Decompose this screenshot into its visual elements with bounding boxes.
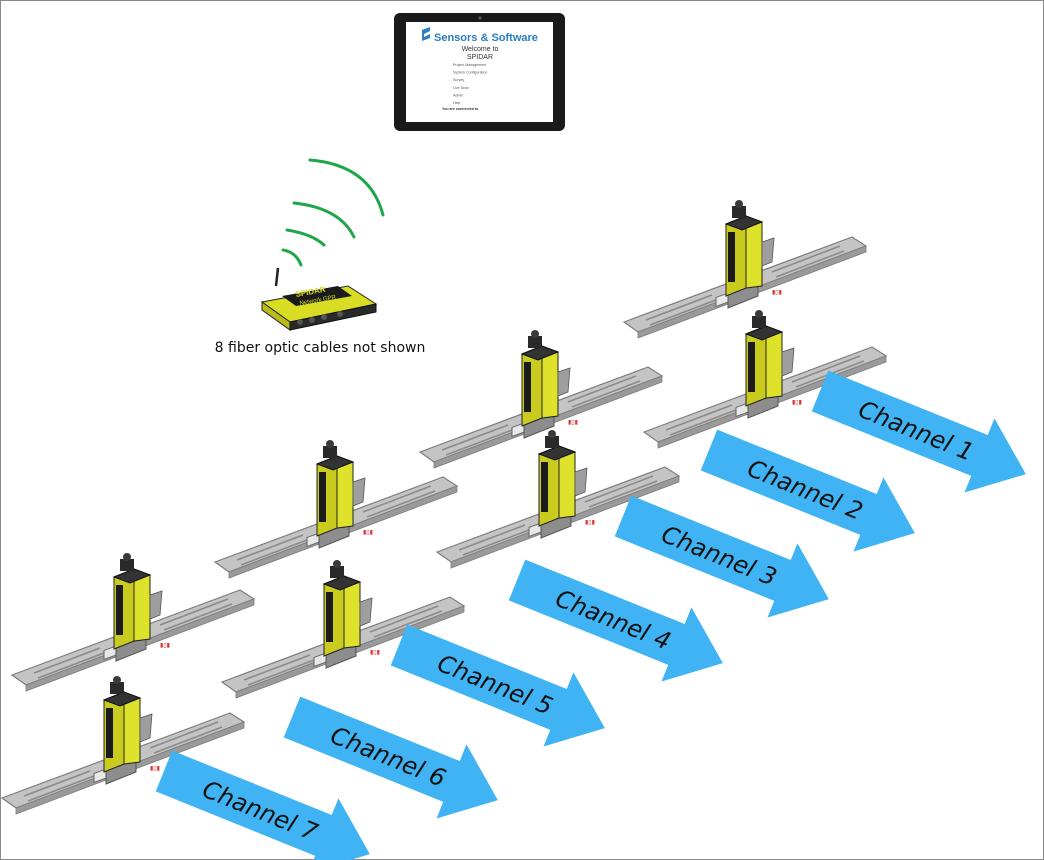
tablet-menu-item[interactable]: System Configuration xyxy=(453,71,487,75)
tablet-menu-item[interactable]: Admin xyxy=(453,93,463,97)
gpr-unit xyxy=(11,552,255,692)
spidar-router: SPIDAR Network GPR xyxy=(260,267,378,331)
tablet-device: Sensors & Software Welcome to SPIDAR Pro… xyxy=(394,13,565,131)
tablet-menu-item[interactable]: Help xyxy=(453,101,460,105)
gpr-unit xyxy=(214,439,458,579)
gpr-unit xyxy=(643,309,887,449)
tablet-menu-item[interactable]: Project Management xyxy=(453,63,486,67)
wireless-signal-icon xyxy=(281,158,385,267)
caption-text: 8 fiber optic cables not shown xyxy=(215,340,426,356)
tablet-welcome: Welcome to xyxy=(462,46,499,53)
tablet-menu-item[interactable]: Live Scan xyxy=(453,86,469,90)
tablet-product: SPIDAR xyxy=(467,54,493,61)
antenna-icon xyxy=(274,267,280,287)
tablet-camera xyxy=(478,16,482,20)
brand-logo-icon xyxy=(422,27,430,41)
channel-arrows: Channel 1 Channel 2 Channel 3 Channel 4 … xyxy=(149,353,1041,860)
channel-arrow: Channel 5 xyxy=(384,607,620,766)
gpr-units xyxy=(1,199,887,815)
tablet-status: You are connected to xyxy=(442,107,479,111)
gpr-unit xyxy=(419,329,663,469)
tablet-brand: Sensors & Software xyxy=(434,32,538,44)
tablet-menu-item[interactable]: Survey xyxy=(453,78,464,82)
tablet-screen xyxy=(406,22,553,122)
gpr-unit xyxy=(623,199,867,339)
